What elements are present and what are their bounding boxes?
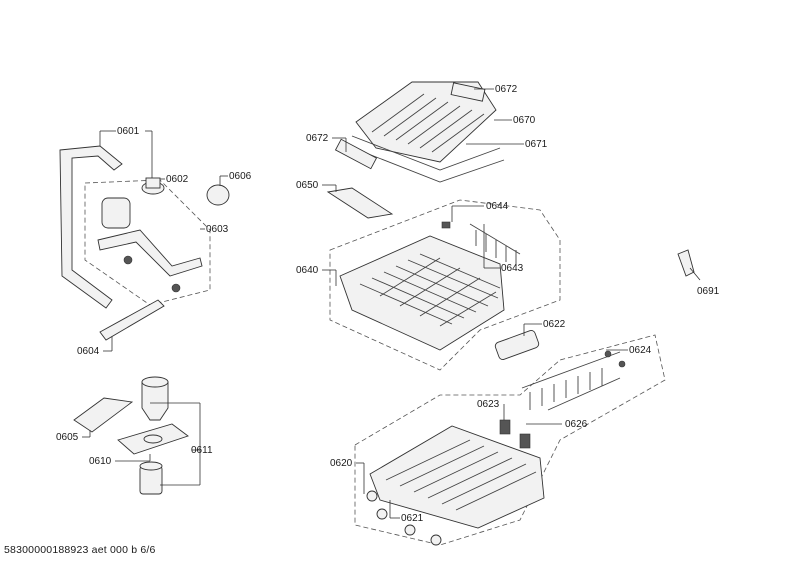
filter-disc-part: [206, 184, 230, 206]
micro-filter-top-part: [139, 461, 163, 471]
label-0602: 0602: [166, 174, 189, 185]
cutlery-tray-part: [355, 81, 497, 163]
lower-basket-grid: [385, 439, 537, 511]
label-0601: 0601: [117, 126, 140, 137]
clip-0623-part-2: [519, 433, 531, 449]
leader-lines: [82, 88, 701, 519]
label-0670: 0670: [513, 115, 536, 126]
upper-spray-arm-part: [97, 229, 203, 277]
document-footer-code: 58300000188923 aet 000 b 6/6: [4, 544, 156, 556]
wheel-part-2: [376, 508, 388, 520]
wheel-part-3: [404, 524, 416, 536]
cutlery-tray-assembly: [334, 81, 505, 183]
label-0604: 0604: [77, 346, 100, 357]
label-0623: 0623: [477, 399, 500, 410]
label-0691: 0691: [697, 286, 720, 297]
filter-assembly: [73, 376, 189, 495]
flat-filter-hole-part: [143, 434, 163, 444]
lower-basket-assembly: [354, 334, 666, 546]
cutlery-tray-grid: [371, 93, 485, 153]
handle-0622-part: [494, 330, 540, 360]
label-0626: 0626: [565, 419, 588, 430]
wheel-part-1: [366, 490, 378, 502]
connector-body-part: [145, 177, 161, 189]
spray-arm-assembly: [59, 145, 230, 341]
label-0672-top: 0672: [495, 84, 518, 95]
lower-basket-part: [369, 425, 545, 529]
label-0603: 0603: [206, 224, 229, 235]
label-0644: 0644: [486, 201, 509, 212]
hook-0691-part: [677, 249, 695, 277]
upper-basket-tines: [359, 253, 501, 327]
label-0671: 0671: [525, 139, 548, 150]
wheel-part-4: [430, 534, 442, 546]
nozzle-part-2: [171, 283, 181, 293]
nozzle-part: [123, 255, 133, 265]
rack-0643-part: [469, 223, 521, 266]
group-outline-0640: [329, 199, 561, 371]
label-0622: 0622: [543, 319, 566, 330]
label-0605: 0605: [56, 432, 79, 443]
filter-top-part: [141, 376, 169, 388]
label-0640: 0640: [296, 265, 319, 276]
group-outline-0620: [354, 334, 666, 546]
label-0610: 0610: [89, 456, 112, 467]
lower-spray-arm-part: [99, 299, 165, 341]
plate-rack-0626-part: [521, 351, 621, 411]
supply-pipe-part: [59, 145, 123, 309]
upper-basket-part: [339, 235, 505, 351]
cutlery-rail-part: [347, 135, 505, 183]
label-0621: 0621: [401, 513, 424, 524]
clip-part-left: [334, 138, 378, 170]
clip-part-top: [450, 82, 486, 102]
label-0672-left: 0672: [306, 133, 329, 144]
label-0620: 0620: [330, 458, 353, 469]
clip-0644-part: [441, 221, 451, 229]
spray-arm-hub-part: [101, 197, 131, 229]
label-0624: 0624: [629, 345, 652, 356]
upper-basket-assembly: [326, 187, 561, 371]
clip-0624-part-2: [618, 360, 626, 368]
label-0643: 0643: [501, 263, 524, 274]
label-0606: 0606: [229, 171, 252, 182]
filter-cylinder-part: [141, 381, 169, 421]
label-0650: 0650: [296, 180, 319, 191]
clip-0623-part: [499, 419, 511, 435]
filter-cover-part: [73, 397, 134, 433]
label-0611: 0611: [191, 445, 213, 456]
part-labels: 0601 0602 0603 0604 0605 0606 0610 0611 …: [56, 84, 720, 524]
clip-0624-part: [604, 350, 612, 358]
rack-clip-part-0650: [326, 187, 394, 219]
